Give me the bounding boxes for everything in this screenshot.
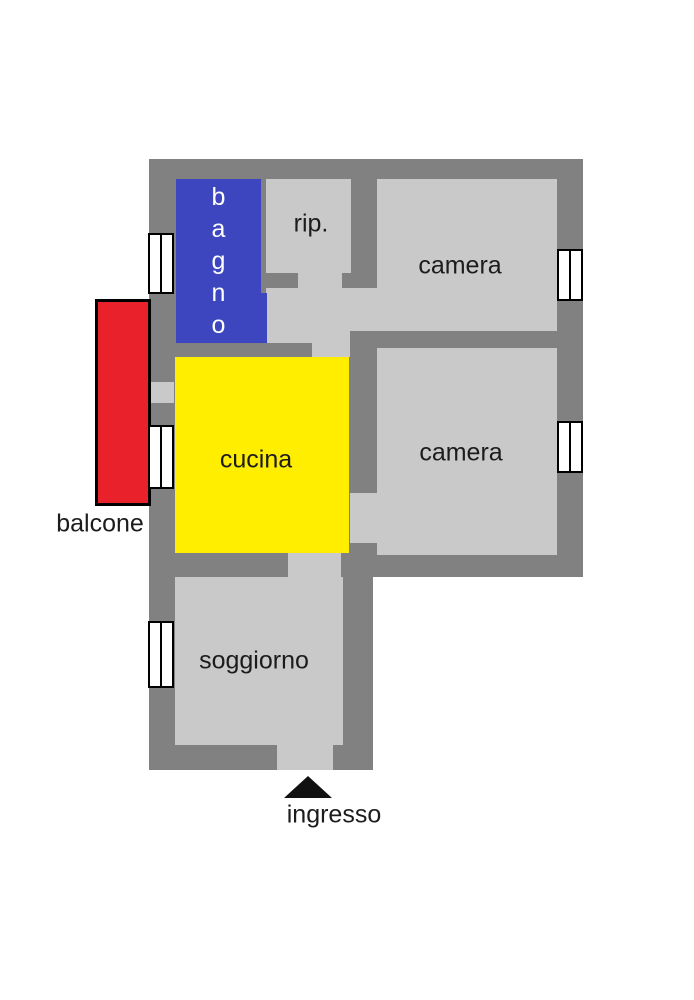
bagno-letter: a <box>211 215 226 243</box>
corridor-floor-lower <box>266 331 350 343</box>
label-camera-top: camera <box>418 251 502 280</box>
label-soggiorno: soggiorno <box>199 646 309 675</box>
corridor-floor-upper <box>266 288 377 331</box>
window-pane-divider <box>160 427 162 487</box>
label-cucina: cucina <box>219 445 293 474</box>
room-camera-bottom-floor <box>377 348 557 555</box>
room-bagno-highlight-ext <box>261 293 267 343</box>
balcone-area <box>95 299 151 506</box>
label-balcone: balcone <box>56 509 144 538</box>
window-symbol-left-top <box>148 233 174 294</box>
door-opening-rip <box>298 273 342 288</box>
window-symbol-right-camera-top <box>557 249 583 301</box>
window-pane-divider <box>160 623 162 686</box>
window-pane-divider <box>569 423 571 471</box>
window-symbol-right-camera-bottom <box>557 421 583 473</box>
window-symbol-left-soggiorno <box>148 621 174 688</box>
label-bagno: b a g n o <box>176 181 261 341</box>
label-camera-bottom: camera <box>419 438 503 467</box>
door-opening-ingresso <box>277 745 333 770</box>
window-symbol-left-cucina <box>148 425 174 489</box>
bagno-letter: b <box>211 183 226 211</box>
room-bagno-highlight <box>176 179 261 343</box>
label-rip: rip. <box>293 209 329 238</box>
ingresso-arrow-icon <box>284 776 332 798</box>
door-opening-balcone <box>149 382 174 403</box>
room-soggiorno-floor <box>175 577 343 745</box>
room-camera-top-floor <box>377 179 557 331</box>
window-pane-divider <box>160 235 162 292</box>
bagno-letter: g <box>211 247 226 275</box>
label-ingresso: ingresso <box>286 800 382 829</box>
room-cucina-highlight <box>175 357 349 553</box>
door-opening-camera-bottom <box>350 493 377 543</box>
bagno-letter: n <box>211 279 226 307</box>
window-pane-divider <box>569 251 571 299</box>
bagno-letter: o <box>211 311 226 339</box>
room-rip-floor <box>266 179 351 273</box>
door-opening-cucina <box>312 343 350 357</box>
passage-cucina-soggiorno <box>288 553 341 577</box>
